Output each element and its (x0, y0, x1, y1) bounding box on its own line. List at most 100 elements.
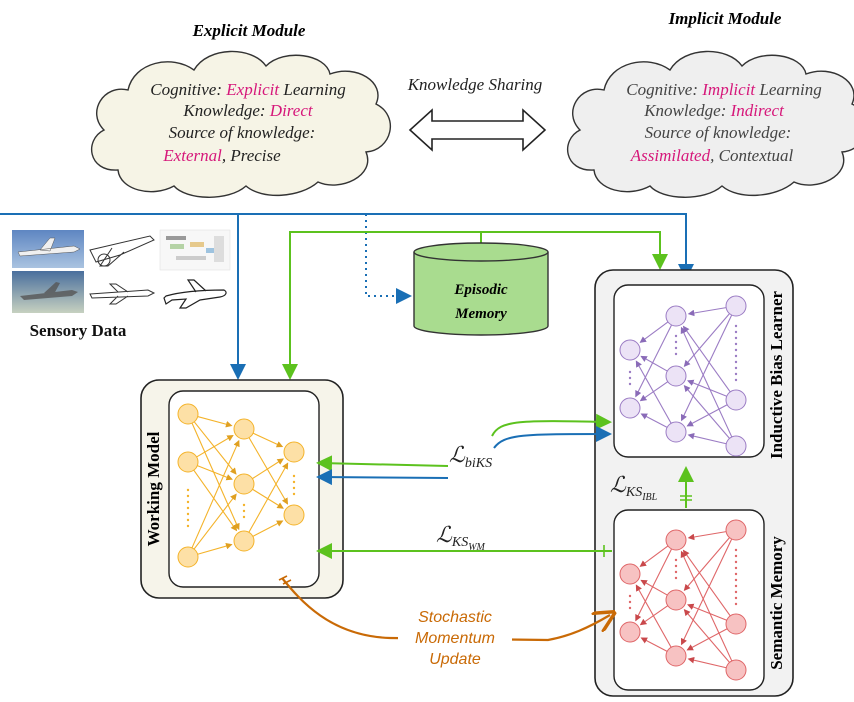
ibl-node (619, 397, 641, 419)
loss-ks-ibl: ℒKSIBL (610, 472, 658, 503)
episodic-memory-line1: Episodic (453, 282, 508, 298)
semantic-memory-edge (687, 531, 727, 541)
green-to-ibl (481, 231, 668, 270)
semantic-memory-edge (683, 609, 730, 663)
working-model-ellipsis (242, 515, 246, 519)
ibl-ellipsis (734, 354, 738, 358)
explicit-cloud (90, 50, 392, 198)
ibl-edge (639, 381, 669, 402)
implicit-cognitive-line: Cognitive: Implicit Learning (626, 80, 822, 99)
implicit-module: Implicit Module Cognitive: Implicit Lear… (566, 9, 854, 198)
semantic-memory-ellipsis (734, 584, 738, 588)
working-model-label: Working Model (144, 431, 163, 546)
semantic-memory-ellipsis (734, 560, 738, 564)
ibl-ellipsis (674, 352, 678, 356)
ibl-ellipsis (734, 360, 738, 364)
inductive-bias-learner-label: Inductive Bias Learner (767, 290, 786, 459)
ibl-node (725, 435, 747, 457)
semantic-memory-node (665, 529, 687, 551)
working-model-ellipsis (186, 518, 190, 522)
airplane-sketch-icon (86, 230, 158, 270)
working-model-ellipsis (186, 506, 190, 510)
working-model-ellipsis (292, 486, 296, 490)
knowledge-sharing-label: Knowledge Sharing (407, 75, 543, 94)
ibl-ellipsis (734, 366, 738, 370)
working-model-edge (248, 437, 289, 505)
implicit-source-label: Source of knowledge: (645, 123, 792, 142)
semantic-memory-edge (639, 605, 669, 626)
ibl-edge (683, 385, 730, 439)
airplane-sketch-icon-2 (86, 272, 158, 312)
ibl-ellipsis (628, 382, 632, 386)
ibl-ellipsis (628, 376, 632, 380)
semantic-memory-ellipsis (734, 566, 738, 570)
episodic-memory: Episodic Memory (413, 242, 549, 336)
ibl-node (619, 339, 641, 361)
episodic-memory-line2: Memory (454, 306, 507, 322)
loss-ks-wm: ℒKSWM (436, 522, 486, 553)
stochastic-label-bg (398, 612, 512, 666)
ibl-edge (639, 321, 669, 343)
explicit-source-line: External, Precise (162, 146, 281, 165)
working-model-node (177, 403, 199, 425)
semantic-memory-ellipsis (628, 606, 632, 610)
ibl-edge (640, 413, 668, 428)
working-model-network (177, 403, 305, 568)
semantic-memory-node (725, 659, 747, 681)
semantic-memory-node (665, 589, 687, 611)
ibl-node (665, 305, 687, 327)
ibl-ellipsis (734, 342, 738, 346)
ibl-edge (687, 379, 727, 397)
working-model-edge (197, 416, 233, 428)
working-model-node (283, 504, 305, 526)
ibl-ellipsis (734, 336, 738, 340)
semantic-memory-edge (680, 550, 733, 662)
semantic-memory-edge (687, 603, 727, 621)
working-model-node (233, 530, 255, 552)
ibl-edge (635, 324, 673, 398)
working-model-edge (193, 421, 237, 475)
ibl-node (725, 295, 747, 317)
ibl-ellipsis (674, 346, 678, 350)
working-model-edge (252, 458, 284, 480)
semantic-memory-ellipsis (628, 600, 632, 604)
working-model-edge (193, 469, 238, 532)
stochastic-line3: Update (429, 651, 481, 668)
semantic-memory-label: Semantic Memory (767, 536, 786, 670)
implicit-cloud (566, 50, 854, 198)
explicit-module-title: Explicit Module (192, 21, 306, 40)
sensory-images (12, 229, 231, 313)
working-model-ellipsis (242, 509, 246, 513)
inductive-bias-learner-network (619, 295, 747, 457)
stochastic-line1: Stochastic (418, 609, 492, 626)
semantic-memory-ellipsis (734, 590, 738, 594)
working-model-edge (193, 493, 237, 550)
ibl-node (665, 421, 687, 443)
working-model-edge (191, 422, 240, 531)
ibl-node (725, 389, 747, 411)
ibl-edge (687, 307, 727, 317)
ibl-edge (682, 325, 731, 393)
loss-biks: ℒbiKS (449, 442, 492, 471)
working-model-ellipsis (186, 524, 190, 528)
biks-green-to-ibl (491, 413, 612, 437)
explicit-module: Explicit Module Cognitive: Explicit Lear… (90, 21, 392, 198)
working-model-node (177, 451, 199, 473)
working-model-ellipsis (186, 494, 190, 498)
semantic-memory-ellipsis (734, 602, 738, 606)
implicit-knowledge-line: Knowledge: Indirect (643, 101, 785, 120)
semantic-memory-edge (682, 549, 731, 617)
ibl-edge (680, 326, 733, 438)
ibl-ellipsis (734, 330, 738, 334)
explicit-cognitive-line: Cognitive: Explicit Learning (150, 80, 345, 99)
ibl-edge (680, 314, 733, 422)
green-to-working-model (282, 231, 481, 380)
knowledge-sharing-arrow (408, 108, 547, 152)
ibl-edge (640, 355, 668, 372)
stochastic-stop-icon (278, 575, 292, 585)
semantic-memory-node (725, 613, 747, 635)
semantic-memory-node (725, 519, 747, 541)
chart-thumbnail-icon (159, 229, 231, 271)
semantic-memory-node (619, 621, 641, 643)
semantic-memory-edge (640, 637, 668, 652)
